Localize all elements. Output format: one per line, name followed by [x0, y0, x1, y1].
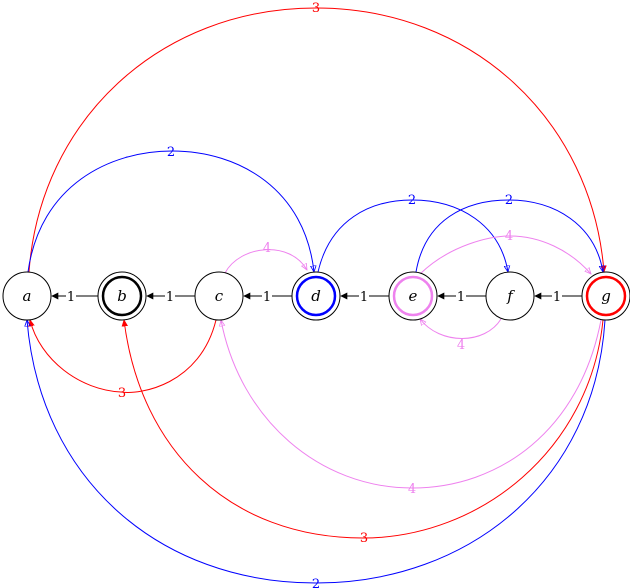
edge-g-to-a — [27, 320, 606, 584]
edge-label: 2 — [505, 193, 513, 208]
edge-label: 4 — [408, 482, 416, 497]
node-g[interactable]: g — [581, 271, 630, 321]
edge-label: 1 — [263, 290, 271, 305]
node-b[interactable]: b — [97, 271, 147, 321]
edges-weight-3 — [28, 7, 604, 539]
edge-label: 2 — [312, 577, 320, 588]
node-label: f — [506, 287, 515, 305]
edge-a-to-g — [28, 7, 604, 272]
node-label: e — [409, 287, 418, 305]
edge-label: 1 — [166, 290, 174, 305]
edge-c-to-a — [30, 320, 217, 393]
edge-e-to-g — [419, 235, 591, 274]
edge-label: 3 — [312, 1, 320, 16]
edge-label: 1 — [457, 290, 465, 305]
edge-label: 1 — [553, 290, 561, 305]
edge-label: 4 — [457, 338, 465, 353]
edge-label: 3 — [118, 386, 126, 401]
node-d[interactable]: d — [291, 271, 341, 321]
node-label: d — [311, 287, 321, 305]
edges-weight-4 — [221, 235, 602, 489]
node-label: a — [23, 287, 32, 305]
edge-e-to-g — [415, 199, 603, 272]
edge-label: 3 — [360, 531, 368, 546]
node-c[interactable]: c — [194, 271, 244, 321]
edge-a-to-d — [27, 150, 314, 272]
node-label: g — [601, 287, 611, 305]
edge-label: 2 — [408, 193, 416, 208]
node-label: b — [117, 287, 127, 305]
node-a[interactable]: a — [2, 271, 52, 321]
edge-label: 1 — [67, 290, 75, 305]
edge-label: 4 — [263, 241, 271, 256]
edge-d-to-f — [317, 199, 508, 272]
node-f[interactable]: f — [485, 271, 535, 321]
nodes: a b c d e f g — [2, 271, 630, 321]
edge-labels-weight-1: 1 1 1 1 1 1 — [66, 288, 562, 305]
edge-f-to-e — [420, 319, 502, 339]
edge-label: 2 — [167, 145, 175, 160]
edges-weight-2 — [27, 150, 606, 584]
node-label: c — [215, 287, 224, 305]
edge-label: 4 — [505, 229, 513, 244]
edge-labels-curved: 3 2 2 2 4 4 4 3 4 3 2 — [118, 1, 513, 588]
edge-g-to-c — [221, 320, 602, 489]
edge-g-to-b — [124, 320, 604, 539]
node-e[interactable]: e — [388, 271, 438, 321]
edge-c-to-d — [224, 249, 307, 274]
edge-label: 1 — [360, 290, 368, 305]
